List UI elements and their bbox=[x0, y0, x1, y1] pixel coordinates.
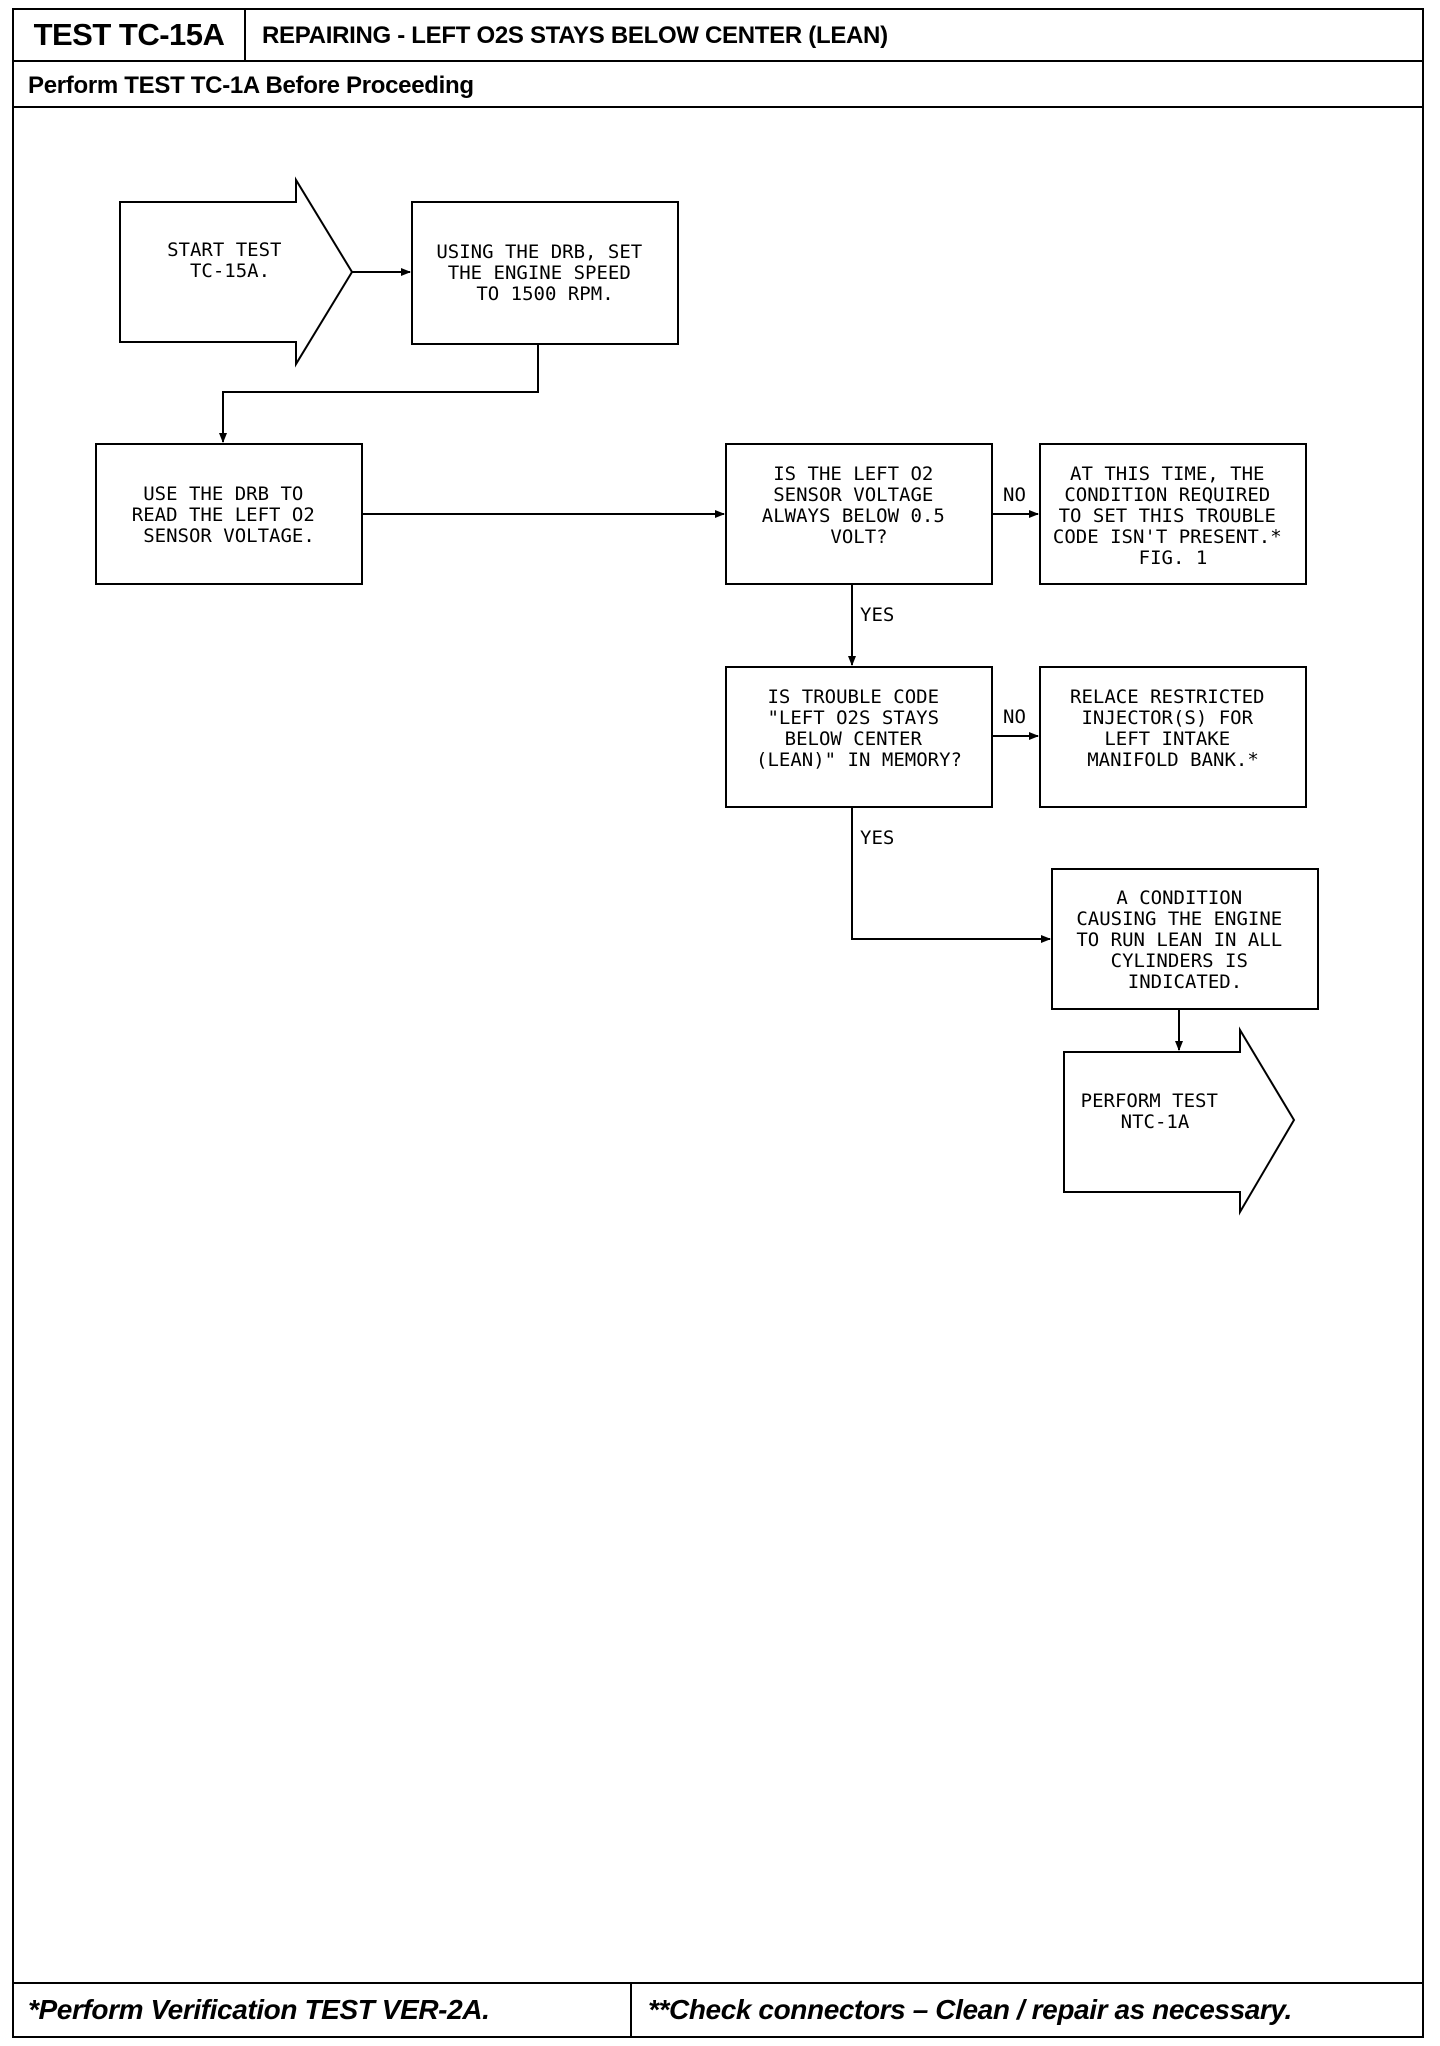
set-speed-line-1: USING THE DRB, SET bbox=[436, 241, 642, 263]
code-question-line-4: (LEAN)" IN MEMORY? bbox=[756, 749, 962, 771]
lean-condition-node: A CONDITION CAUSING THE ENGINE TO RUN LE… bbox=[1051, 868, 1319, 1010]
header-bar: TEST TC-15A REPAIRING - LEFT O2S STAYS B… bbox=[14, 10, 1422, 62]
start-text: START TEST TC-15A. bbox=[167, 239, 293, 282]
voltage-question-line-3: ALWAYS BELOW 0.5 bbox=[762, 505, 945, 527]
read-voltage-text: USE THE DRB TO READ THE LEFT O2 SENSOR V… bbox=[132, 483, 326, 547]
test-id: TEST TC-15A bbox=[14, 10, 246, 60]
replace-injectors-line-3: LEFT INTAKE bbox=[1104, 728, 1230, 750]
lean-condition-line-2: CAUSING THE ENGINE bbox=[1076, 908, 1282, 930]
lean-condition-line-5: INDICATED. bbox=[1128, 971, 1242, 993]
perform-ntc-node: PERFORM TEST NTC-1A bbox=[1063, 1026, 1296, 1216]
start-line-2: TC-15A. bbox=[190, 260, 270, 282]
voltage-question-line-4: VOLT? bbox=[830, 526, 887, 548]
start-line-1: START TEST bbox=[167, 239, 281, 261]
voltage-question-line-1: IS THE LEFT O2 bbox=[773, 463, 933, 485]
not-present-node: AT THIS TIME, THE CONDITION REQUIRED TO … bbox=[1039, 443, 1307, 585]
not-present-line-3: TO SET THIS TROUBLE bbox=[1059, 505, 1276, 527]
perform-ntc-line-2: NTC-1A bbox=[1121, 1111, 1190, 1133]
read-voltage-line-3: SENSOR VOLTAGE. bbox=[143, 525, 315, 547]
read-voltage-node: USE THE DRB TO READ THE LEFT O2 SENSOR V… bbox=[95, 443, 363, 585]
prerequisite-text: Perform TEST TC-1A Before Proceeding bbox=[28, 72, 474, 99]
set-speed-line-3: TO 1500 RPM. bbox=[476, 283, 613, 305]
not-present-line-1: AT THIS TIME, THE bbox=[1070, 463, 1264, 485]
label-no-1: NO bbox=[1003, 484, 1026, 506]
set-speed-line-2: THE ENGINE SPEED bbox=[448, 262, 631, 284]
not-present-line-4: CODE ISN'T PRESENT.* bbox=[1053, 526, 1282, 548]
lean-condition-line-4: CYLINDERS IS bbox=[1111, 950, 1248, 972]
replace-injectors-line-1: RELACE RESTRICTED bbox=[1070, 686, 1264, 708]
code-question-line-1: IS TROUBLE CODE bbox=[767, 686, 939, 708]
voltage-question-text: IS THE LEFT O2 SENSOR VOLTAGE ALWAYS BEL… bbox=[762, 463, 956, 548]
footer-verification-note: *Perform Verification TEST VER-2A. bbox=[14, 1984, 632, 2036]
label-yes-1: YES bbox=[860, 604, 894, 626]
footer-bar: *Perform Verification TEST VER-2A. **Che… bbox=[14, 1982, 1422, 2036]
start-node: START TEST TC-15A. bbox=[119, 176, 354, 368]
voltage-question-node: IS THE LEFT O2 SENSOR VOLTAGE ALWAYS BEL… bbox=[725, 443, 993, 585]
replace-injectors-node: RELACE RESTRICTED INJECTOR(S) FOR LEFT I… bbox=[1039, 666, 1307, 808]
prerequisite-bar: Perform TEST TC-1A Before Proceeding bbox=[14, 62, 1422, 108]
perform-ntc-text: PERFORM TEST NTC-1A bbox=[1081, 1090, 1230, 1133]
perform-ntc-line-1: PERFORM TEST bbox=[1081, 1090, 1218, 1112]
test-title: REPAIRING - LEFT O2S STAYS BELOW CENTER … bbox=[262, 22, 888, 49]
read-voltage-line-1: USE THE DRB TO bbox=[143, 483, 303, 505]
code-question-line-3: BELOW CENTER bbox=[785, 728, 923, 750]
set-speed-node: USING THE DRB, SET THE ENGINE SPEED TO 1… bbox=[411, 201, 679, 345]
set-speed-text: USING THE DRB, SET THE ENGINE SPEED TO 1… bbox=[436, 241, 653, 305]
code-question-line-2: "LEFT O2S STAYS bbox=[767, 707, 939, 729]
connectors bbox=[219, 268, 1183, 1051]
connector-speed-to-read bbox=[219, 344, 539, 443]
code-question-node: IS TROUBLE CODE "LEFT O2S STAYS BELOW CE… bbox=[725, 666, 993, 808]
replace-injectors-text: RELACE RESTRICTED INJECTOR(S) FOR LEFT I… bbox=[1070, 686, 1276, 771]
label-no-2: NO bbox=[1003, 706, 1026, 728]
label-yes-2: YES bbox=[860, 827, 894, 849]
not-present-line-2: CONDITION REQUIRED bbox=[1064, 484, 1270, 506]
footer-connector-note: **Check connectors – Clean / repair as n… bbox=[648, 1994, 1292, 2025]
not-present-text: AT THIS TIME, THE CONDITION REQUIRED TO … bbox=[1053, 463, 1293, 569]
replace-injectors-line-2: INJECTOR(S) FOR bbox=[1081, 707, 1253, 729]
lean-condition-text: A CONDITION CAUSING THE ENGINE TO RUN LE… bbox=[1076, 887, 1293, 993]
lean-condition-line-3: TO RUN LEAN IN ALL bbox=[1076, 929, 1282, 951]
procedure-page: TEST TC-15A REPAIRING - LEFT O2S STAYS B… bbox=[12, 8, 1424, 2038]
connector-yes-2 bbox=[851, 807, 1051, 943]
voltage-question-line-2: SENSOR VOLTAGE bbox=[773, 484, 933, 506]
replace-injectors-line-4: MANIFOLD BANK.* bbox=[1087, 749, 1259, 771]
not-present-line-5: FIG. 1 bbox=[1139, 547, 1208, 569]
code-question-text: IS TROUBLE CODE "LEFT O2S STAYS BELOW CE… bbox=[756, 686, 962, 771]
lean-condition-line-1: A CONDITION bbox=[1116, 887, 1242, 909]
read-voltage-line-2: READ THE LEFT O2 bbox=[132, 504, 315, 526]
